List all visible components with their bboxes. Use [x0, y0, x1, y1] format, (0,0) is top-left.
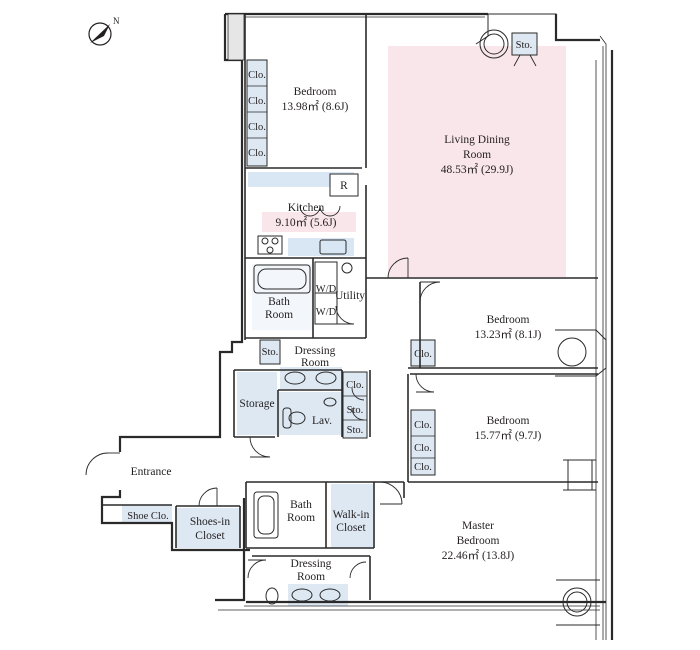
- balcony-storage-label: Sto.: [516, 40, 533, 51]
- living-name-2: Room: [463, 149, 491, 161]
- dressing-bottom-name-2: Room: [297, 571, 325, 583]
- living-room-fill: [388, 46, 566, 277]
- living-name-1: Living Dining: [444, 134, 510, 146]
- closet-label: Clo.: [248, 148, 266, 159]
- bedroom-lower-name: Bedroom: [487, 415, 530, 427]
- dressing-top-name-1: Dressing: [295, 345, 336, 357]
- hall-storage-label: Sto.: [347, 425, 364, 436]
- closet-label: Clo.: [248, 70, 266, 81]
- kitchen-area: 9.10㎡ (5.6J): [275, 216, 336, 229]
- entrance-name: Entrance: [131, 466, 172, 478]
- closet-label: Clo.: [248, 122, 266, 133]
- closet-boxes: [246, 32, 538, 476]
- bath-bottom-name-2: Room: [287, 512, 315, 524]
- closet-dividers: [247, 85, 435, 459]
- dressing-bottom-name-1: Dressing: [291, 558, 332, 570]
- bedroom-mid-area: 13.23㎡ (8.1J): [475, 328, 542, 341]
- walk-in-name-1: Walk-in: [333, 509, 370, 521]
- kitchen-area-highlight: [262, 212, 356, 232]
- shoes-in-name-2: Closet: [195, 530, 225, 542]
- kitchen-sink-strip: [288, 238, 354, 256]
- wd-label-2: W/D: [316, 307, 337, 318]
- dressing-storage-label: Sto.: [262, 347, 279, 358]
- bedroom-top-area: 13.98㎡ (8.6J): [282, 100, 349, 113]
- storage-fill: [237, 372, 277, 435]
- master-name-1: Master: [462, 520, 494, 532]
- master-area: 22.46㎡ (13.8J): [442, 549, 515, 562]
- fridge-label: R: [340, 180, 348, 192]
- bedroom-mid-name: Bedroom: [487, 314, 530, 326]
- fixtures: [253, 13, 607, 626]
- walk-in-fill: [331, 484, 373, 548]
- north-arrow-icon: N: [88, 16, 120, 46]
- dressing-top-name-2: Room: [301, 357, 329, 369]
- bath-top-fill: [252, 264, 312, 330]
- bedroom-lower-area: 15.77㎡ (9.7J): [475, 429, 542, 442]
- bedroom-lower-closet-label: Clo.: [414, 420, 432, 431]
- balcony-lines: [218, 13, 607, 640]
- wd-label-1: W/D: [316, 284, 337, 295]
- door-swings: [85, 54, 537, 579]
- bath-top-name-1: Bath: [268, 296, 290, 308]
- north-letter: N: [113, 16, 120, 26]
- utility-name: Utility: [335, 290, 365, 302]
- hall-closet-label: Clo.: [346, 380, 364, 391]
- closet-label: Clo.: [248, 96, 266, 107]
- shoes-in-fill: [176, 508, 240, 548]
- bath-bottom-name-1: Bath: [290, 499, 312, 511]
- living-area: 48.53㎡ (29.9J): [441, 163, 514, 176]
- shoe-clo-name: Shoe Clo.: [127, 511, 168, 522]
- shoe-clo-fill: [122, 505, 172, 523]
- bedroom-lower-closet-label: Clo.: [414, 462, 432, 473]
- bedroom-top-name: Bedroom: [294, 86, 337, 98]
- storage-name: Storage: [239, 398, 274, 410]
- bedroom-mid-closet-label: Clo.: [414, 349, 432, 360]
- shoes-in-name-1: Shoes-in: [190, 516, 231, 528]
- hall-storage-label: Sto.: [347, 405, 364, 416]
- master-name-2: Bedroom: [457, 535, 500, 547]
- kitchen-counter-strip: [248, 172, 354, 187]
- interior-walls: [102, 14, 598, 600]
- kitchen-name: Kitchen: [288, 202, 325, 214]
- walk-in-name-2: Closet: [336, 522, 366, 534]
- bedroom-lower-closet-label: Clo.: [414, 443, 432, 454]
- bath-top-name-2: Room: [265, 309, 293, 321]
- lav-name: Lav.: [312, 415, 332, 427]
